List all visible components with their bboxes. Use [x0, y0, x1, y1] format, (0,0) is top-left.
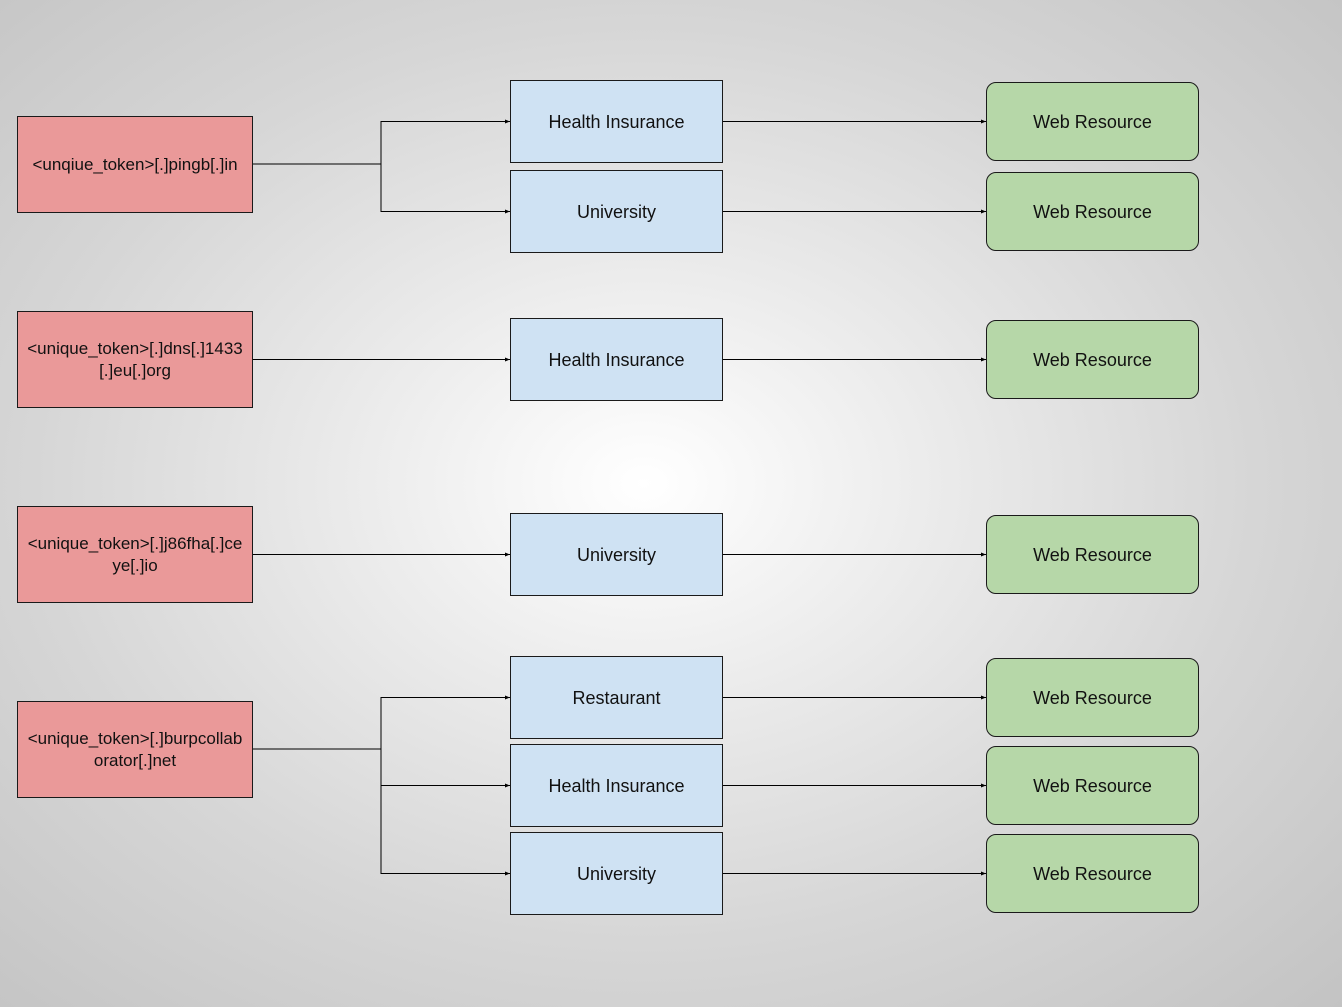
- category-node-label: University: [576, 863, 656, 884]
- category-node-university: University: [510, 832, 723, 915]
- source-node-burpcollaborator: <unique_token>[.]burpcollaborator[.]net: [17, 701, 253, 798]
- resource-node-web-resource: Web Resource: [986, 320, 1199, 399]
- connector-source-4-to-restaurant: [253, 695, 510, 750]
- source-node-pingb: <unqiue_token>[.]pingb[.]in: [17, 116, 253, 213]
- connector-source-1-to-university: [380, 164, 510, 214]
- source-node-dns-1433: <unique_token>[.]dns[.]1433[.]eu[.]org: [17, 311, 253, 408]
- resource-node-label: Web Resource: [1033, 349, 1152, 370]
- resource-node-web-resource: Web Resource: [986, 746, 1199, 825]
- connector-source-1-to-health-insurance: [253, 119, 510, 165]
- source-node-ceye: <unique_token>[.]j86fha[.]ceye[.]io: [17, 506, 253, 603]
- category-node-health-insurance: Health Insurance: [510, 318, 723, 401]
- category-node-health-insurance: Health Insurance: [510, 744, 723, 827]
- resource-node-label: Web Resource: [1033, 111, 1152, 132]
- category-node-label: Health Insurance: [548, 775, 685, 796]
- category-node-health-insurance: Health Insurance: [510, 80, 723, 163]
- category-node-label: Health Insurance: [548, 349, 685, 370]
- category-node-label: Restaurant: [572, 687, 661, 708]
- category-node-university: University: [510, 513, 723, 596]
- resource-node-label: Web Resource: [1033, 863, 1152, 884]
- resource-node-label: Web Resource: [1033, 544, 1152, 565]
- resource-node-web-resource: Web Resource: [986, 834, 1199, 913]
- connector-source-4-to-university: [380, 785, 510, 876]
- category-node-university: University: [510, 170, 723, 253]
- resource-node-label: Web Resource: [1033, 775, 1152, 796]
- category-node-restaurant: Restaurant: [510, 656, 723, 739]
- source-node-label: <unique_token>[.]j86fha[.]ceye[.]io: [27, 533, 243, 575]
- resource-node-web-resource: Web Resource: [986, 82, 1199, 161]
- resource-node-web-resource: Web Resource: [986, 515, 1199, 594]
- resource-node-label: Web Resource: [1033, 201, 1152, 222]
- resource-node-web-resource: Web Resource: [986, 172, 1199, 251]
- resource-node-label: Web Resource: [1033, 687, 1152, 708]
- category-node-label: University: [576, 544, 656, 565]
- category-node-label: Health Insurance: [548, 111, 685, 132]
- category-node-label: University: [576, 201, 656, 222]
- source-node-label: <unqiue_token>[.]pingb[.]in: [32, 154, 238, 174]
- source-node-label: <unique_token>[.]burpcollaborator[.]net: [27, 728, 243, 770]
- source-node-label: <unique_token>[.]dns[.]1433[.]eu[.]org: [27, 338, 243, 380]
- resource-node-web-resource: Web Resource: [986, 658, 1199, 737]
- connector-source-4-to-health-insurance: [380, 749, 510, 788]
